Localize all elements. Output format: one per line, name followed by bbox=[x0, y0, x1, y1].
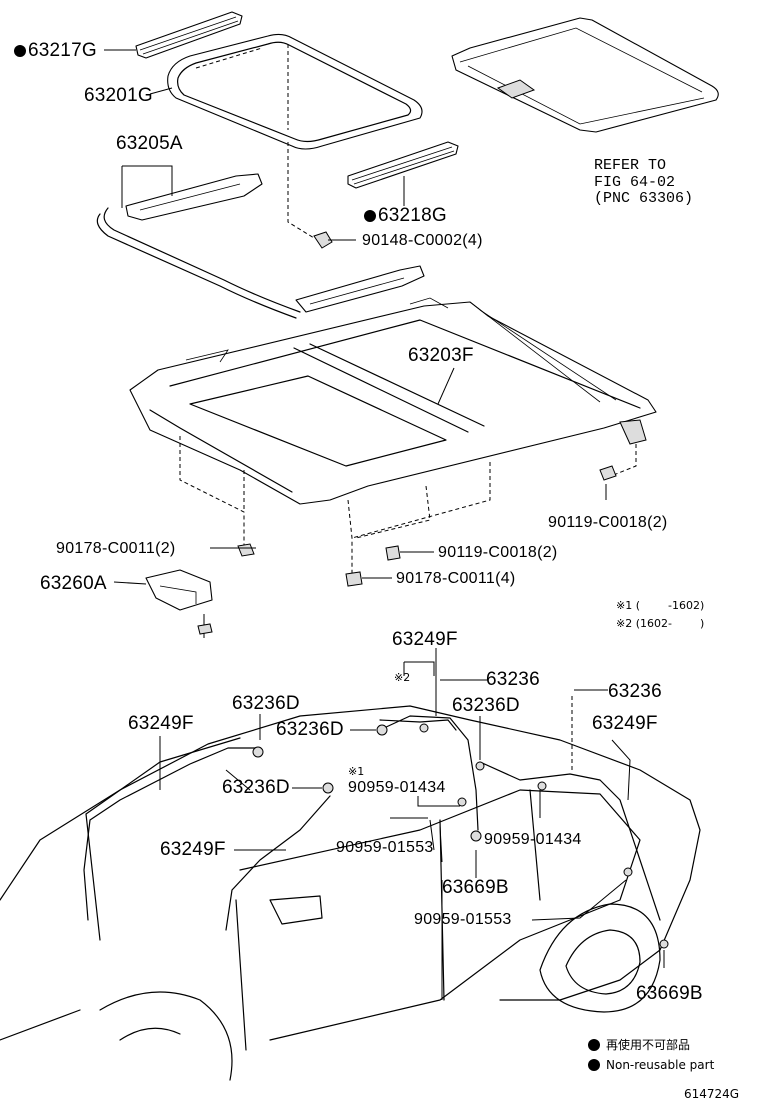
figure-id: 614724G bbox=[684, 1087, 740, 1101]
legend-row-jp: 再使用不可部品 bbox=[588, 1036, 690, 1053]
weatherstrip-63218g bbox=[347, 141, 459, 189]
callout-63205a: 63205A bbox=[116, 133, 183, 154]
sunroof-motor-63260a bbox=[145, 569, 213, 638]
callout-90959-01553-a: 90959-01553 bbox=[336, 839, 434, 856]
callout-90119-c0018-b: 90119-C0018(2) bbox=[438, 544, 558, 561]
callout-63236-b: 63236 bbox=[608, 681, 662, 702]
callout-90178-c0011-b: 90178-C0011(4) bbox=[396, 570, 516, 587]
legend-jp-label: 再使用不可部品 bbox=[606, 1038, 691, 1052]
callout-63201g: 63201G bbox=[84, 85, 153, 106]
sunshade-assembly bbox=[451, 17, 719, 133]
callout-63249f-left: 63249F bbox=[128, 713, 194, 734]
callout-90959-01434-b: 90959-01434 bbox=[484, 831, 582, 848]
callout-90178-c0011-a: 90178-C0011(2) bbox=[56, 540, 176, 557]
marker-note-2: ※2 bbox=[394, 671, 411, 684]
reference-note: REFER TO FIG 64-02 (PNC 63306) bbox=[594, 157, 694, 208]
nonreusable-dot-icon bbox=[588, 1059, 600, 1071]
callout-63217g: 63217G bbox=[14, 41, 97, 60]
reference-line-1: REFER TO bbox=[594, 157, 667, 174]
callout-90119-c0018-a: 90119-C0018(2) bbox=[548, 514, 668, 531]
weatherstrip-63217g bbox=[135, 11, 243, 59]
applicability-note-1: ※1 ( -1602) bbox=[616, 599, 705, 612]
leader-dashes bbox=[179, 44, 637, 772]
callout-63669b-a: 63669B bbox=[442, 877, 509, 898]
callout-63249f-mid: 63249F bbox=[160, 839, 226, 860]
reference-line-2: FIG 64-02 bbox=[594, 173, 676, 191]
callout-63236-a: 63236 bbox=[486, 669, 540, 690]
callout-63249f-top: 63249F bbox=[392, 629, 458, 650]
vehicle-body-outline bbox=[0, 705, 701, 1081]
callout-63260a: 63260A bbox=[40, 573, 107, 594]
sunroof-glass-63201g bbox=[167, 33, 423, 150]
legend-en-label: Non-reusable part bbox=[606, 1058, 715, 1072]
callout-63236d-b: 63236D bbox=[452, 695, 520, 716]
drain-rail-63205a bbox=[96, 173, 425, 319]
nonreusable-dot-icon bbox=[588, 1038, 600, 1051]
marker-note-1: ※1 bbox=[348, 765, 365, 778]
callout-63236d-a: 63236D bbox=[232, 693, 300, 714]
callout-63236d-d: 63236D bbox=[222, 777, 290, 798]
reference-line-3: (PNC 63306) bbox=[594, 190, 694, 207]
callout-63236d-c: 63236D bbox=[276, 719, 344, 740]
leader-lines bbox=[104, 49, 665, 1000]
legend-row-en: Non-reusable part bbox=[588, 1058, 714, 1072]
hose-grommets bbox=[252, 723, 669, 949]
callout-63249f-right: 63249F bbox=[592, 713, 658, 734]
callout-63669b-b: 63669B bbox=[636, 983, 703, 1004]
callout-90148-c0002: 90148-C0002(4) bbox=[362, 232, 483, 249]
applicability-note-2: ※2 (1602- ) bbox=[616, 617, 705, 630]
fastener-clips bbox=[237, 231, 617, 587]
nonreusable-dot-icon bbox=[364, 210, 376, 222]
callout-63218g: 63218G bbox=[364, 206, 447, 225]
sunroof-housing-63203f bbox=[129, 297, 657, 505]
drain-hoses-63249f bbox=[83, 715, 661, 931]
callout-63203f: 63203F bbox=[408, 345, 474, 366]
callout-90959-01434-a: 90959-01434 bbox=[348, 779, 446, 796]
callout-90959-01553-b: 90959-01553 bbox=[414, 911, 512, 928]
nonreusable-dot-icon bbox=[14, 45, 26, 57]
